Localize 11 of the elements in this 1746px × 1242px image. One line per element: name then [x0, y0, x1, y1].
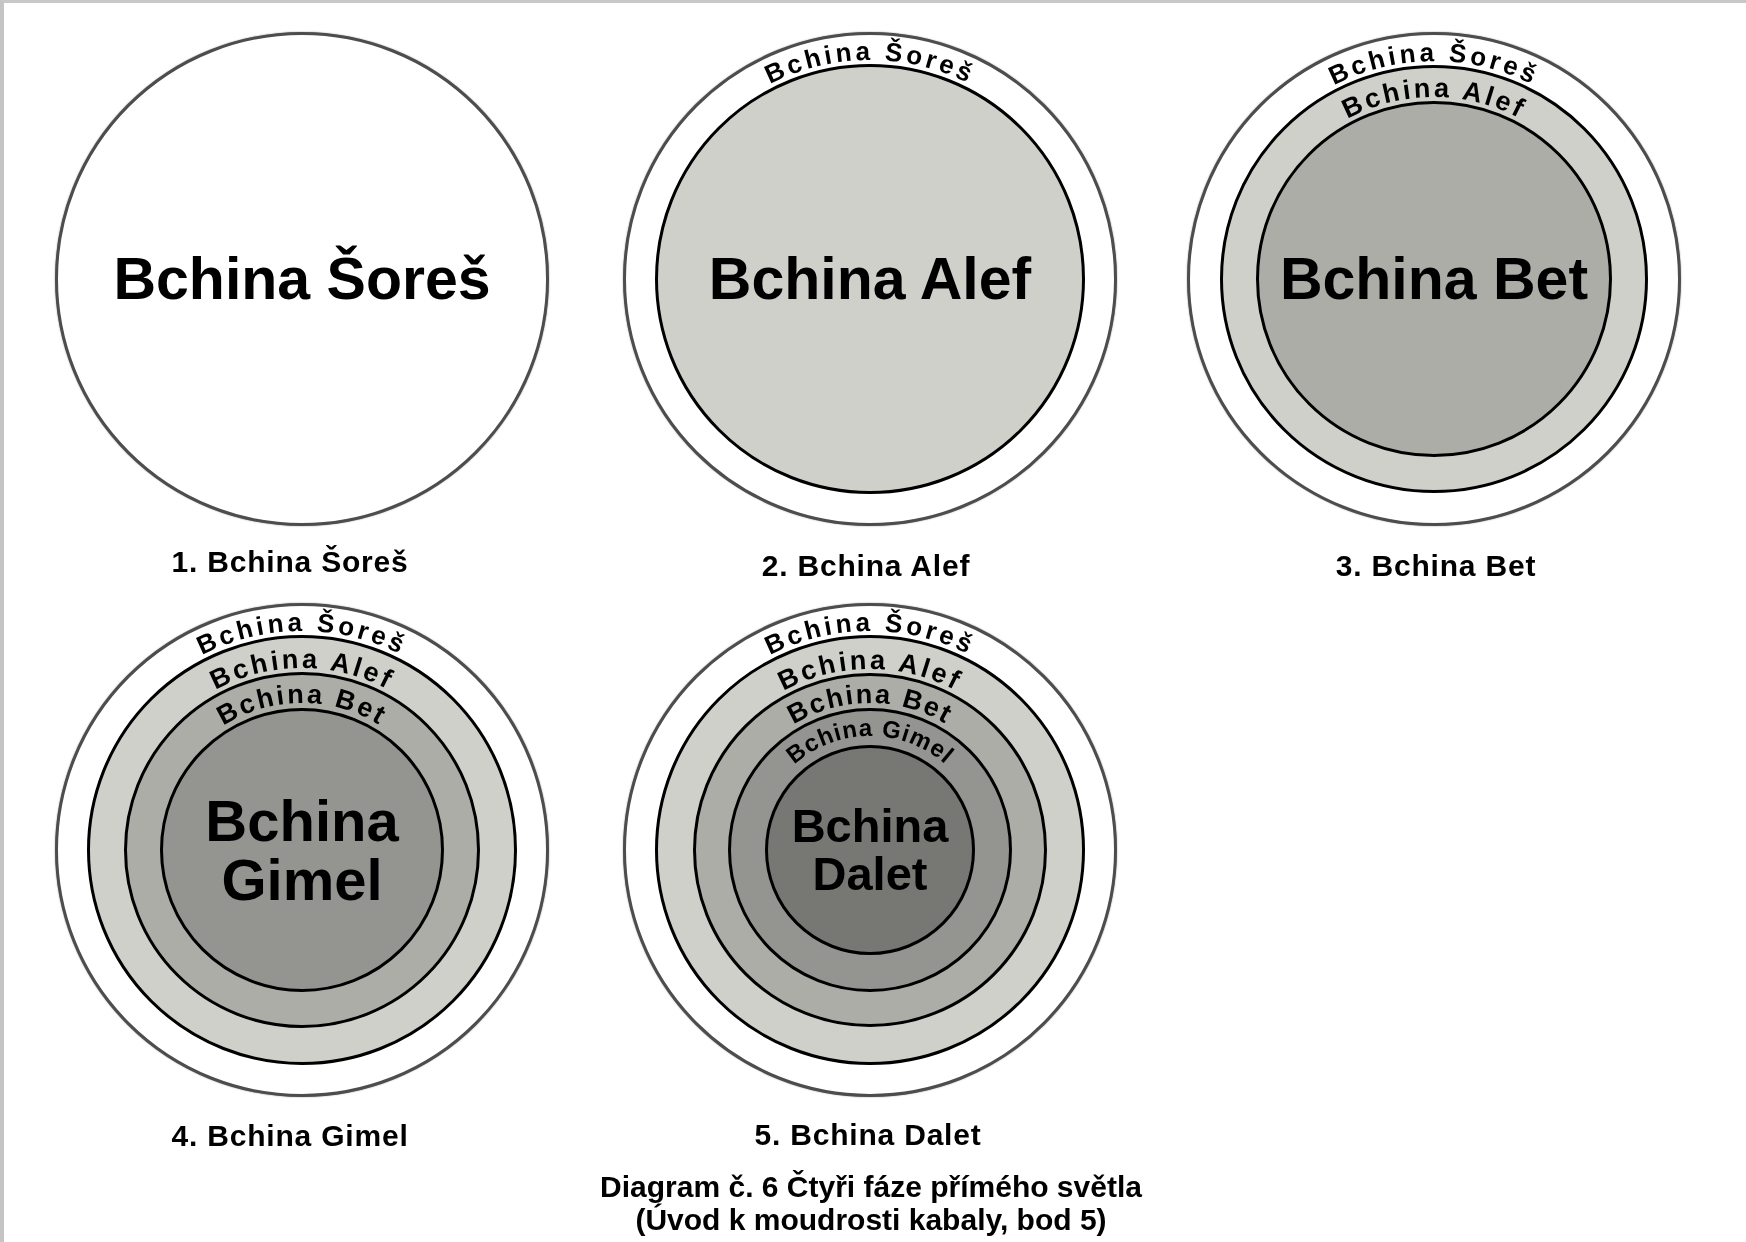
- circle-label: Bchina Bet: [1279, 248, 1589, 310]
- ring-label: Bchina Šoreš: [759, 35, 981, 90]
- circle-label: Bchina Alef: [708, 248, 1032, 310]
- stage-caption: 2. Bchina Alef: [761, 549, 971, 583]
- stage-caption: 5. Bchina Dalet: [754, 1118, 982, 1152]
- circle-label: Bchina Gimel: [204, 791, 400, 909]
- stage-caption: 3. Bchina Bet: [1335, 549, 1537, 583]
- stage-caption: 1. Bchina Šoreš: [171, 545, 409, 579]
- stage-caption: 4. Bchina Gimel: [171, 1119, 409, 1153]
- circle-label: Bchina Dalet: [790, 802, 950, 898]
- diagram-caption: Diagram č. 6 Čtyři fáze přímého světla (Úvod k moudrosti kabaly, bod 5): [599, 1170, 1143, 1236]
